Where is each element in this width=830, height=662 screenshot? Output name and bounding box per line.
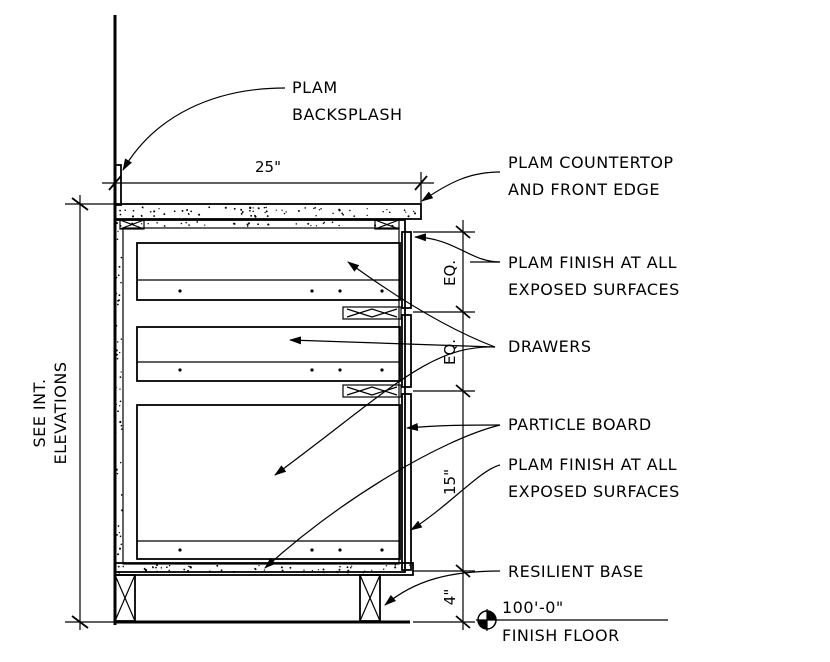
depth-dimension-text: 25" xyxy=(255,158,281,176)
overall-height-dimension xyxy=(65,195,115,630)
elevation-target-icon xyxy=(476,609,498,631)
countertop xyxy=(114,203,422,220)
finish-bottom-label-line1: PLAM FINISH AT ALL xyxy=(508,455,677,474)
drawer-bottom xyxy=(136,404,401,560)
countertop-label-line1: PLAM COUNTERTOP xyxy=(508,153,674,172)
eq-top-text: EQ. xyxy=(441,260,459,286)
drawers-label: DRAWERS xyxy=(508,337,592,356)
resilient-base-label: RESILIENT BASE xyxy=(508,562,644,581)
toe-kick-blocks xyxy=(114,574,381,622)
toe-kick-dimension-text: 4" xyxy=(441,589,459,605)
drawer-fronts xyxy=(401,231,412,571)
drawer-top xyxy=(136,242,401,301)
backsplash-label-line1: PLAM xyxy=(292,78,338,97)
backsplash-label-line2: BACKSPLASH xyxy=(292,105,403,124)
side-note-line1: SEE INT. xyxy=(30,378,49,447)
finish-bottom-label-line2: EXPOSED SURFACES xyxy=(508,482,680,501)
particle-board-label: PARTICLE BOARD xyxy=(508,415,652,434)
leader-lines xyxy=(122,87,501,606)
elevation-value: 100'-0" xyxy=(502,598,564,617)
finish-floor-label: FINISH FLOOR xyxy=(502,626,620,645)
finish-top-label-line1: PLAM FINISH AT ALL xyxy=(508,253,677,272)
drawer-slides xyxy=(342,306,402,398)
depth-dimension xyxy=(102,172,434,203)
bottom-drawer-dimension-text: 15" xyxy=(441,469,459,495)
countertop-label-line2: AND FRONT EDGE xyxy=(508,180,660,199)
finish-top-label-line2: EXPOSED SURFACES xyxy=(508,280,680,299)
bottom-panel xyxy=(114,562,414,576)
side-note-line2: ELEVATIONS xyxy=(51,362,70,465)
cabinet-carcass xyxy=(114,219,406,573)
drawer-middle xyxy=(136,326,401,382)
